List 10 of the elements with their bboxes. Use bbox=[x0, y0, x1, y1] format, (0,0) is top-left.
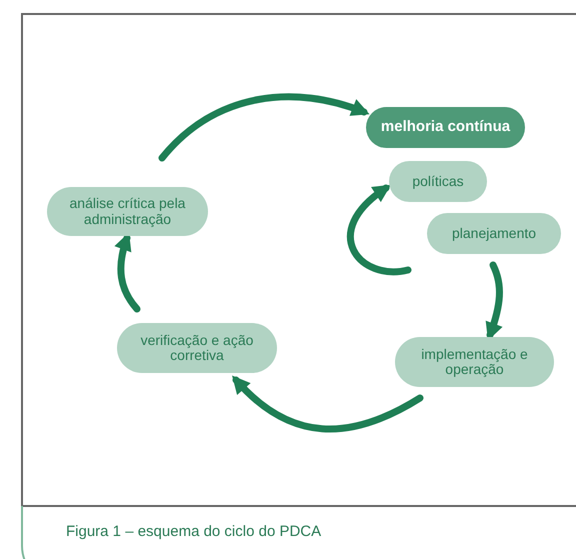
step-pill: políticas bbox=[389, 161, 487, 202]
cycle-arrow bbox=[232, 376, 424, 432]
step-pill: análise crítica pela administração bbox=[47, 187, 208, 236]
step-pill: planejamento bbox=[427, 213, 561, 254]
cycle-arrow bbox=[347, 184, 412, 276]
caption: Figura 1 – esquema do ciclo do PDCA bbox=[66, 522, 322, 542]
highlight-pill: melhoria contínua bbox=[366, 107, 525, 148]
step-pill: implementação e operação bbox=[395, 337, 554, 387]
step-pill: verificação e ação corretiva bbox=[117, 323, 277, 373]
cycle-arrow bbox=[158, 93, 370, 162]
